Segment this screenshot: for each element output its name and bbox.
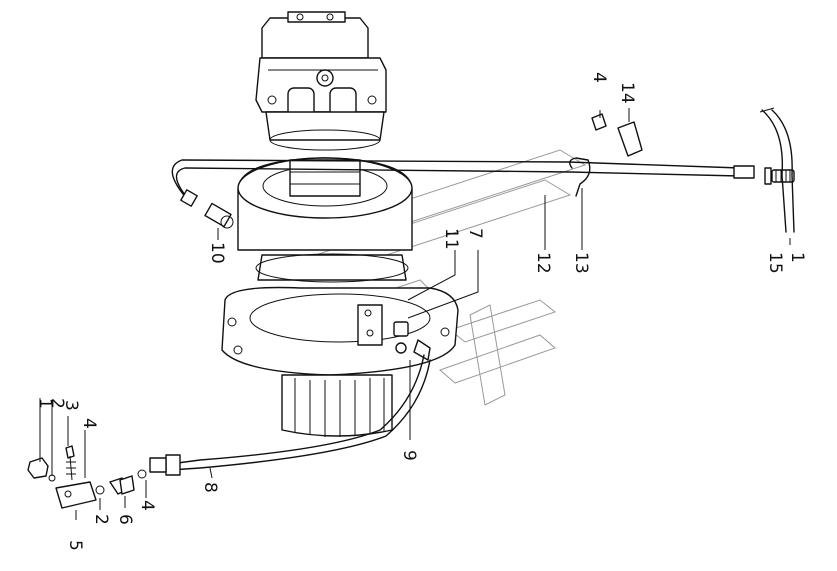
callout-9: 9 (399, 450, 419, 461)
callout-6: 6 (115, 514, 135, 525)
pipe-clamp (569, 113, 643, 197)
callout-4-upper: 4 (589, 72, 609, 83)
callout-11: 11 (441, 228, 461, 250)
lower-hose (149, 354, 431, 476)
upper-pipe (171, 159, 795, 207)
small-parts (27, 445, 147, 509)
callout-15: 15 (765, 252, 785, 274)
callout-7: 7 (465, 228, 485, 239)
leader-lines (39, 108, 791, 520)
callout-13: 13 (571, 252, 591, 274)
callout-labels: 1 2 3 4 5 2 6 4 8 9 10 11 7 12 13 4 14 1… (35, 72, 807, 551)
callout-14: 14 (617, 82, 637, 104)
callout-2: 2 (47, 398, 67, 409)
callout-4-lower: 4 (137, 500, 157, 511)
callout-4: 4 (79, 418, 99, 429)
motor-housing (237, 157, 413, 283)
callout-5: 5 (65, 540, 85, 551)
callout-10: 10 (207, 242, 227, 264)
valve-block (255, 11, 387, 151)
callout-2-lower: 2 (91, 514, 111, 525)
drain-fitting (393, 321, 431, 361)
callout-1-right: 1 (787, 252, 807, 263)
callout-12: 12 (533, 252, 553, 274)
elbow-fitting (204, 202, 234, 229)
vertical-hose (759, 107, 795, 233)
callout-3: 3 (61, 400, 81, 411)
callout-8: 8 (200, 482, 220, 493)
callout-1: 1 (35, 398, 55, 409)
